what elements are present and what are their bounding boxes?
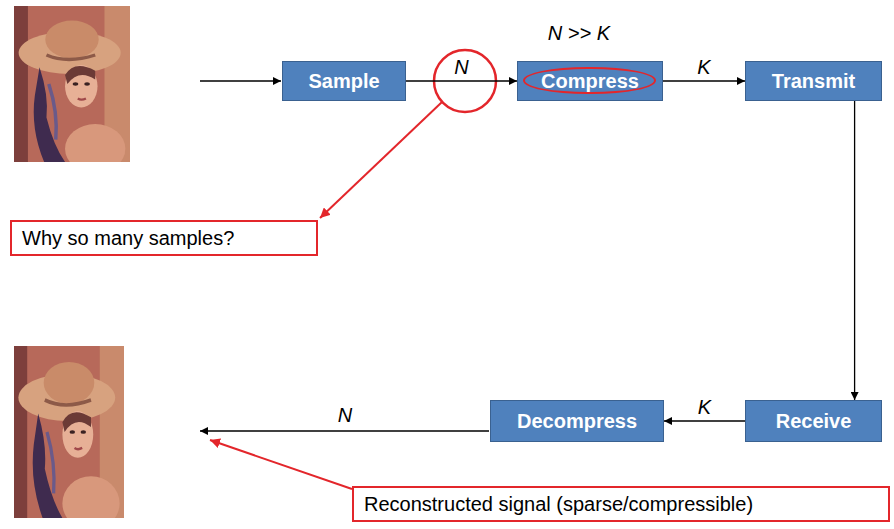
input-arrow (200, 80, 281, 81)
process-box: Sample (282, 61, 406, 101)
box-label: Transmit (772, 70, 855, 93)
box-label: Sample (308, 70, 379, 93)
signal-length-label: N (336, 404, 354, 426)
original-image (14, 6, 130, 173)
process-box: Receive (745, 400, 882, 442)
callout-box: Why so many samples? (10, 220, 318, 256)
process-box: Transmit (745, 61, 882, 101)
output-arrow (200, 430, 489, 431)
box-label: Compress (541, 70, 639, 93)
flow-arrow (663, 80, 745, 81)
box-label: Receive (776, 410, 852, 433)
flow-arrow (406, 80, 517, 81)
reconstructed-image (14, 346, 124, 529)
flow-arrow (854, 101, 855, 400)
leader-line (320, 102, 442, 218)
box-label: Reconstructed signal (sparse/compressibl… (364, 493, 753, 516)
edge-label: K (696, 396, 713, 418)
leader-line (210, 440, 352, 489)
ratio-label: N >> K (546, 22, 612, 44)
edge-label: N (452, 56, 470, 78)
flow-arrow (664, 420, 745, 421)
process-box: Compress (517, 61, 663, 101)
callout-box: Reconstructed signal (sparse/compressibl… (352, 486, 890, 522)
box-label: Decompress (517, 410, 637, 433)
box-label: Why so many samples? (22, 227, 234, 250)
process-box: Decompress (490, 400, 664, 442)
edge-label: K (695, 56, 712, 78)
